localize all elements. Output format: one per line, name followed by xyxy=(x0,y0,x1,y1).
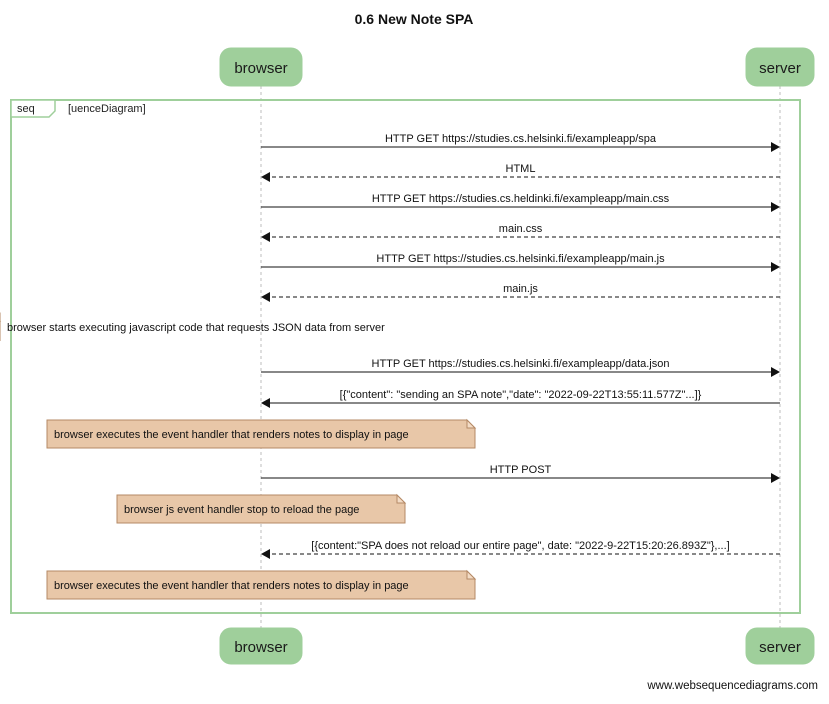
arrow-head-icon xyxy=(261,292,270,302)
message-label: HTTP GET https://studies.cs.helsinki.fi/… xyxy=(372,358,670,370)
arrow-head-icon xyxy=(771,262,780,272)
arrow-head-icon xyxy=(771,142,780,152)
note-3: browser js event handler stop to reload … xyxy=(116,493,407,524)
arrow-head-icon xyxy=(261,172,270,182)
frame-condition: [uenceDiagram] xyxy=(68,103,146,115)
events-layer: HTTP GET https://studies.cs.helsinki.fi/… xyxy=(0,133,780,600)
note-text: browser executes the event handler that … xyxy=(54,580,409,592)
message-label: HTTP GET https://studies.cs.helsinki.fi/… xyxy=(385,133,657,145)
server-actor-top: server xyxy=(745,47,815,87)
message-label: main.css xyxy=(499,223,543,235)
server-actor-label: server xyxy=(759,60,801,77)
browser-actor-label-bottom: browser xyxy=(234,639,287,656)
browser-actor-bottom: browser xyxy=(219,627,303,665)
message-13: [{content:"SPA does not reload our entir… xyxy=(261,540,780,559)
message-5: HTTP GET https://studies.cs.helsinki.fi/… xyxy=(261,253,780,272)
note-text: browser starts executing javascript code… xyxy=(7,322,385,334)
sequence-frame: seq [uenceDiagram] xyxy=(10,99,801,614)
message-label: main.js xyxy=(503,283,538,295)
message-3: HTTP GET https://studies.cs.heldinki.fi/… xyxy=(261,193,780,212)
arrow-head-icon xyxy=(771,202,780,212)
arrow-head-icon xyxy=(261,232,270,242)
note-2: browser executes the event handler that … xyxy=(46,418,477,449)
note-box xyxy=(46,419,476,449)
message-6: main.js xyxy=(261,283,780,302)
note-box xyxy=(116,494,406,524)
message-label: HTTP GET https://studies.cs.heldinki.fi/… xyxy=(372,193,670,205)
arrow-head-icon xyxy=(261,398,270,408)
note-text: browser js event handler stop to reload … xyxy=(124,504,359,516)
arrow-head-icon xyxy=(771,473,780,483)
message-label: [{"content": "sending an SPA note","date… xyxy=(340,389,702,401)
note-text: browser executes the event handler that … xyxy=(54,429,409,441)
arrow-head-icon xyxy=(261,549,270,559)
message-9: [{"content": "sending an SPA note","date… xyxy=(261,389,780,408)
message-label: [{content:"SPA does not reload our entir… xyxy=(311,540,729,552)
message-2: HTML xyxy=(261,163,780,182)
message-1: HTTP GET https://studies.cs.helsinki.fi/… xyxy=(261,133,780,152)
note-fold-icon xyxy=(466,569,477,580)
frame-tag: seq xyxy=(17,103,35,115)
note-fold-icon xyxy=(466,418,477,429)
note-1: browser starts executing javascript code… xyxy=(0,312,385,341)
message-8: HTTP GET https://studies.cs.helsinki.fi/… xyxy=(261,358,780,377)
note-fold-icon xyxy=(396,493,407,504)
server-actor-label-bottom: server xyxy=(759,639,801,656)
arrow-head-icon xyxy=(771,367,780,377)
server-actor-bottom: server xyxy=(745,627,815,665)
browser-actor-top: browser xyxy=(219,47,303,87)
message-label: HTML xyxy=(506,163,536,175)
footer-credit: www.websequencediagrams.com xyxy=(646,680,818,692)
message-11: HTTP POST xyxy=(261,464,780,483)
note-4: browser executes the event handler that … xyxy=(46,569,477,600)
message-label: HTTP POST xyxy=(490,464,552,476)
message-4: main.css xyxy=(261,223,780,242)
note-box xyxy=(46,570,476,600)
diagram-title: 0.6 New Note SPA xyxy=(355,11,474,27)
browser-actor-label: browser xyxy=(234,60,287,77)
message-label: HTTP GET https://studies.cs.helsinki.fi/… xyxy=(376,253,665,265)
